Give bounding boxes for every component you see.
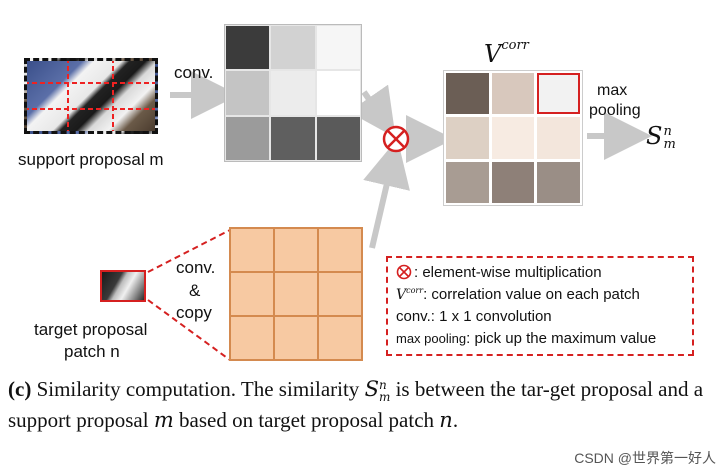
panda-grid-lines [27,61,155,131]
otimes-icon [396,264,412,280]
vcorr-superscript: corr [501,38,529,53]
dashed-target-to-grid-bottom [147,299,231,361]
caption-m: m [153,408,174,432]
target-feature-cell [230,228,274,272]
vcorr-cell [491,161,535,203]
target-feature-cell [230,316,274,360]
caption-n: n [439,408,453,432]
target-feature-cell [318,228,362,272]
caption-text-4: . [452,408,459,432]
max-pooling-line2: pooling [589,102,641,119]
target-feature-cell [274,316,318,360]
vcorr-cell [491,117,535,159]
target-feature-cell [274,272,318,316]
legend-vcorr-symbol: V [396,287,407,303]
arrow-gray-to-mult [348,84,396,138]
support-feature-cell [316,71,360,115]
legend-mult-text: : element-wise multiplication [414,264,602,281]
target-feature-cell [318,272,362,316]
s-subscript: m [663,136,676,152]
support-feature-grid [224,24,362,162]
target-feature-cell [230,272,274,316]
conv-copy-line2: & [189,281,201,300]
target-feature-cell [274,228,318,272]
vcorr-cell [446,117,489,159]
target-feature-cell [318,316,362,360]
legend-conv-text: conv.: 1 x 1 convolution [396,308,552,325]
max-pooling-line1: max [597,82,628,99]
legend-row-mult: : element-wise multiplication [396,264,602,281]
support-feature-cell [226,26,270,70]
legend-row-maxpool: max pooling: pick up the maximum value [396,330,656,347]
caption-tag: (c) [8,377,32,401]
vcorr-cell [537,161,580,203]
legend-box: : element-wise multiplication Vcorr: cor… [386,256,694,356]
support-feature-cell [271,26,315,70]
vcorr-cell [446,73,489,115]
vcorr-symbol: V [484,40,502,68]
support-feature-cell [316,116,360,160]
support-feature-cell [226,116,270,160]
support-caption: support proposal m [18,150,164,169]
caption-text-2: is between the tar-get proposal and a su… [8,377,704,432]
vcorr-cell [537,117,580,159]
caption-text-3: based on target proposal patch [173,408,440,432]
target-feature-grid [229,227,363,361]
vcorr-label: Vcorr [484,38,529,68]
legend-vcorr-text: : correlation value on each patch [423,286,640,303]
legend-maxpool-text: : pick up the maximum value [466,330,657,347]
dashed-target-to-grid-top [147,229,231,273]
legend-vcorr-superscript: corr [406,286,424,295]
vcorr-cell-max [537,73,580,115]
s-superscript: n [663,123,672,139]
support-feature-cell [316,26,360,70]
caption-s-symbol: S [364,377,379,401]
similarity-output-label: S n m [646,122,676,151]
panda-photo [24,58,158,134]
watermark: CSDN @世界第一好人 [574,450,716,466]
vcorr-grid [443,70,583,206]
legend-row-conv: conv.: 1 x 1 convolution [396,308,552,325]
target-caption-line2: patch n [64,342,120,361]
target-patch-photo [100,270,146,302]
conv-copy-line3: copy [176,303,212,322]
caption-s-superscript: n [378,378,387,393]
support-feature-cell [271,71,315,115]
vcorr-cell [446,161,489,203]
caption-text-1: Similarity computation. The similarity [31,377,365,401]
target-caption-line1: target proposal [34,320,148,339]
legend-row-vcorr: Vcorr: correlation value on each patch [396,286,640,303]
vcorr-cell [491,73,535,115]
figure-caption: (c) Similarity computation. The similari… [8,374,720,436]
support-feature-cell [226,71,270,115]
arrow-orange-to-mult [363,138,410,249]
otimes-icon [382,125,410,153]
support-feature-cell [271,116,315,160]
caption-s-subscript: m [378,390,391,405]
s-symbol: S [646,122,663,150]
legend-maxpool-term: max pooling [396,331,467,346]
conv-label-top: conv. [174,63,214,82]
conv-copy-line1: conv. [176,258,216,277]
